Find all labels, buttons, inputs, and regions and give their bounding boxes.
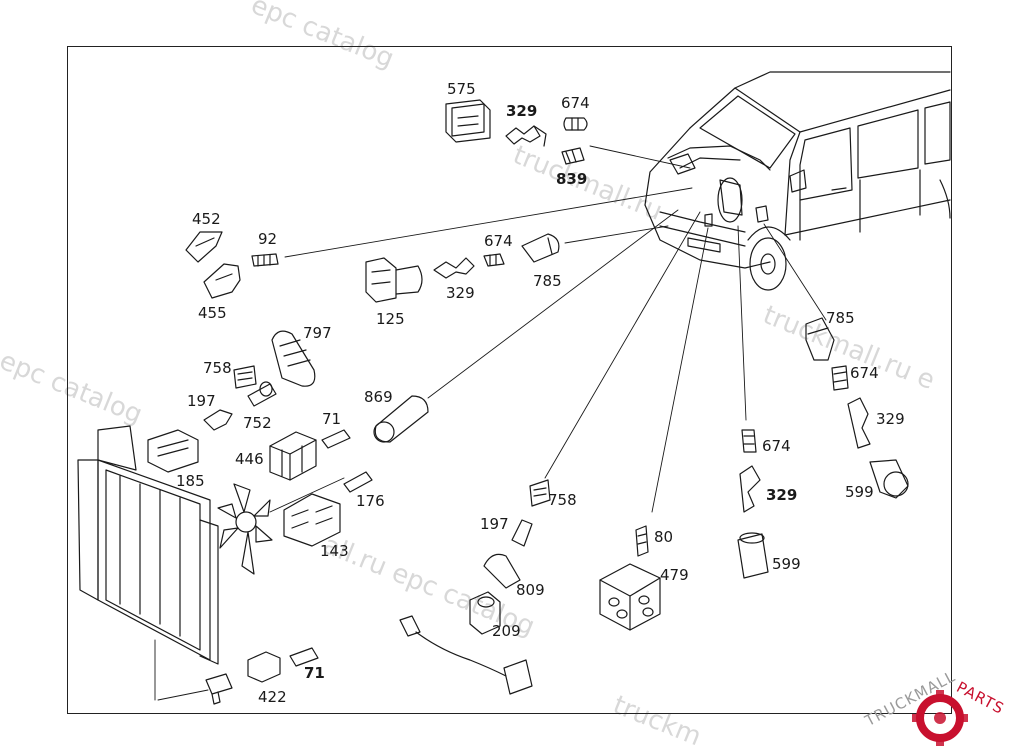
part-446 bbox=[269, 431, 317, 481]
part-674-r2 bbox=[831, 365, 849, 391]
part-797 bbox=[271, 330, 316, 387]
part-label-785-r2: 785 bbox=[826, 309, 855, 327]
part-label-71-mid: 71 bbox=[322, 410, 341, 428]
part-label-329-r1: 329 bbox=[766, 486, 797, 504]
part-71-mid bbox=[321, 429, 351, 449]
part-455 bbox=[203, 263, 241, 299]
part-label-797: 797 bbox=[303, 324, 332, 342]
part-label-197-mid: 197 bbox=[480, 515, 509, 533]
part-479 bbox=[599, 563, 661, 631]
part-80 bbox=[635, 525, 649, 557]
part-92 bbox=[251, 253, 279, 267]
part-869 bbox=[373, 395, 429, 443]
part-197-left bbox=[203, 409, 233, 431]
part-label-758-left: 758 bbox=[203, 359, 232, 377]
part-label-839: 839 bbox=[556, 170, 587, 188]
part-label-125: 125 bbox=[376, 310, 405, 328]
part-752 bbox=[247, 381, 277, 407]
part-839 bbox=[561, 147, 585, 165]
part-label-674-r2: 674 bbox=[850, 364, 879, 382]
part-575 bbox=[445, 99, 491, 143]
part-label-674-top: 674 bbox=[561, 94, 590, 112]
part-label-446: 446 bbox=[235, 450, 264, 468]
part-label-185: 185 bbox=[176, 472, 205, 490]
part-label-209: 209 bbox=[492, 622, 521, 640]
part-label-92: 92 bbox=[258, 230, 277, 248]
part-sensor-bottom bbox=[205, 673, 233, 705]
part-label-197-left: 197 bbox=[187, 392, 216, 410]
part-label-575: 575 bbox=[447, 80, 476, 98]
brand-logo: TRUCKMALL PARTS bbox=[858, 660, 1018, 750]
part-329-r1 bbox=[739, 465, 761, 513]
part-label-329-r2: 329 bbox=[876, 410, 905, 428]
part-809 bbox=[483, 553, 521, 589]
part-185 bbox=[147, 429, 199, 473]
part-329-r2 bbox=[847, 397, 871, 449]
part-label-422: 422 bbox=[258, 688, 287, 706]
part-785-r2 bbox=[805, 317, 835, 361]
part-label-785-mid: 785 bbox=[533, 272, 562, 290]
part-71-bottom bbox=[289, 647, 319, 667]
part-329-mid bbox=[433, 257, 475, 279]
part-209 bbox=[469, 591, 501, 635]
part-label-80: 80 bbox=[654, 528, 673, 546]
gear-logo-icon bbox=[912, 690, 968, 746]
part-176 bbox=[343, 471, 373, 493]
part-label-809: 809 bbox=[516, 581, 545, 599]
part-label-71-bottom: 71 bbox=[304, 664, 325, 682]
part-label-674-mid: 674 bbox=[484, 232, 513, 250]
part-label-329-mid: 329 bbox=[446, 284, 475, 302]
part-radiator bbox=[77, 425, 219, 665]
part-label-455: 455 bbox=[198, 304, 227, 322]
part-label-758-mid: 758 bbox=[548, 491, 577, 509]
diagram-frame bbox=[67, 46, 952, 714]
part-674-r1 bbox=[741, 429, 757, 453]
part-785-mid bbox=[521, 233, 560, 263]
part-599-r1 bbox=[737, 532, 769, 579]
leader-lines bbox=[154, 145, 827, 701]
part-143 bbox=[283, 493, 341, 547]
part-label-869: 869 bbox=[364, 388, 393, 406]
part-harness bbox=[399, 615, 533, 695]
part-fan bbox=[217, 483, 273, 575]
part-label-452: 452 bbox=[192, 210, 221, 228]
part-758-mid bbox=[529, 479, 551, 507]
part-label-479: 479 bbox=[660, 566, 689, 584]
part-label-329-top: 329 bbox=[506, 102, 537, 120]
part-label-143: 143 bbox=[320, 542, 349, 560]
part-label-752: 752 bbox=[243, 414, 272, 432]
part-label-599-r2: 599 bbox=[845, 483, 874, 501]
part-422 bbox=[247, 651, 281, 683]
part-674-top bbox=[563, 117, 588, 131]
part-197-mid bbox=[511, 519, 533, 547]
part-329-top bbox=[505, 125, 547, 147]
part-label-599-r1: 599 bbox=[772, 555, 801, 573]
part-125 bbox=[365, 257, 423, 303]
part-599-r2 bbox=[869, 459, 909, 499]
part-758-left bbox=[233, 365, 257, 389]
van-illustration bbox=[644, 71, 951, 291]
part-label-176: 176 bbox=[356, 492, 385, 510]
part-452 bbox=[185, 231, 223, 263]
part-label-674-r1: 674 bbox=[762, 437, 791, 455]
part-674-mid bbox=[483, 253, 505, 267]
